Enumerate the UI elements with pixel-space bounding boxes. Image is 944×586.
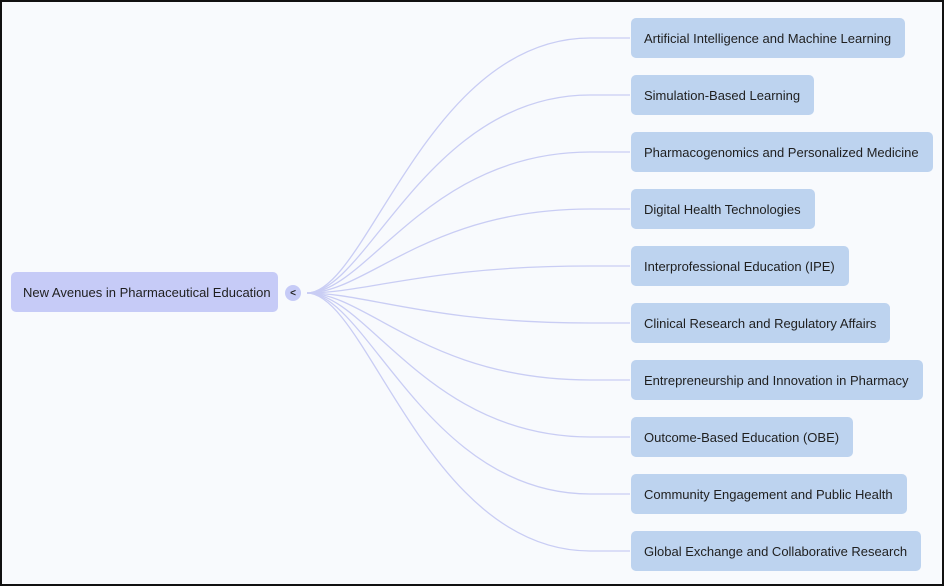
child-node-ipe[interactable]: Interprofessional Education (IPE) xyxy=(631,246,849,286)
collapse-chevron-icon[interactable]: < xyxy=(285,285,301,301)
child-node-label: Pharmacogenomics and Personalized Medici… xyxy=(644,144,919,160)
child-node-label: Global Exchange and Collaborative Resear… xyxy=(644,543,908,559)
connector-line xyxy=(306,265,630,294)
child-node-label: Community Engagement and Public Health xyxy=(644,486,893,502)
child-node-pharmacogenomics[interactable]: Pharmacogenomics and Personalized Medici… xyxy=(631,132,933,172)
root-node-label: New Avenues in Pharmaceutical Education xyxy=(23,284,271,300)
connector-line xyxy=(306,292,630,495)
connector-line xyxy=(306,94,630,294)
connector-line xyxy=(306,292,630,381)
child-node-label: Simulation-Based Learning xyxy=(644,87,801,103)
connector-line xyxy=(306,151,630,294)
child-node-community[interactable]: Community Engagement and Public Health xyxy=(631,474,907,514)
child-node-obe[interactable]: Outcome-Based Education (OBE) xyxy=(631,417,854,457)
connector-line xyxy=(306,37,630,294)
child-node-entrepreneurship[interactable]: Entrepreneurship and Innovation in Pharm… xyxy=(631,360,923,400)
connector-line xyxy=(306,292,630,324)
connector-line xyxy=(306,292,630,552)
child-node-label: Interprofessional Education (IPE) xyxy=(644,258,835,274)
child-node-label: Clinical Research and Regulatory Affairs xyxy=(644,315,877,331)
connector-line xyxy=(306,292,630,438)
child-node-simulation[interactable]: Simulation-Based Learning xyxy=(631,75,815,115)
child-node-label: Artificial Intelligence and Machine Lear… xyxy=(644,30,892,46)
root-node[interactable]: New Avenues in Pharmaceutical Education xyxy=(11,272,278,312)
child-node-clinical-research[interactable]: Clinical Research and Regulatory Affairs xyxy=(631,303,891,343)
child-node-label: Digital Health Technologies xyxy=(644,201,801,217)
toggle-glyph: < xyxy=(290,287,296,299)
child-node-ai-ml[interactable]: Artificial Intelligence and Machine Lear… xyxy=(631,18,906,58)
child-node-label: Outcome-Based Education (OBE) xyxy=(644,429,840,445)
child-node-label: Entrepreneurship and Innovation in Pharm… xyxy=(644,372,909,388)
connector-line xyxy=(306,208,630,294)
child-node-global-exchange[interactable]: Global Exchange and Collaborative Resear… xyxy=(631,531,922,571)
child-node-digital-health[interactable]: Digital Health Technologies xyxy=(631,189,815,229)
